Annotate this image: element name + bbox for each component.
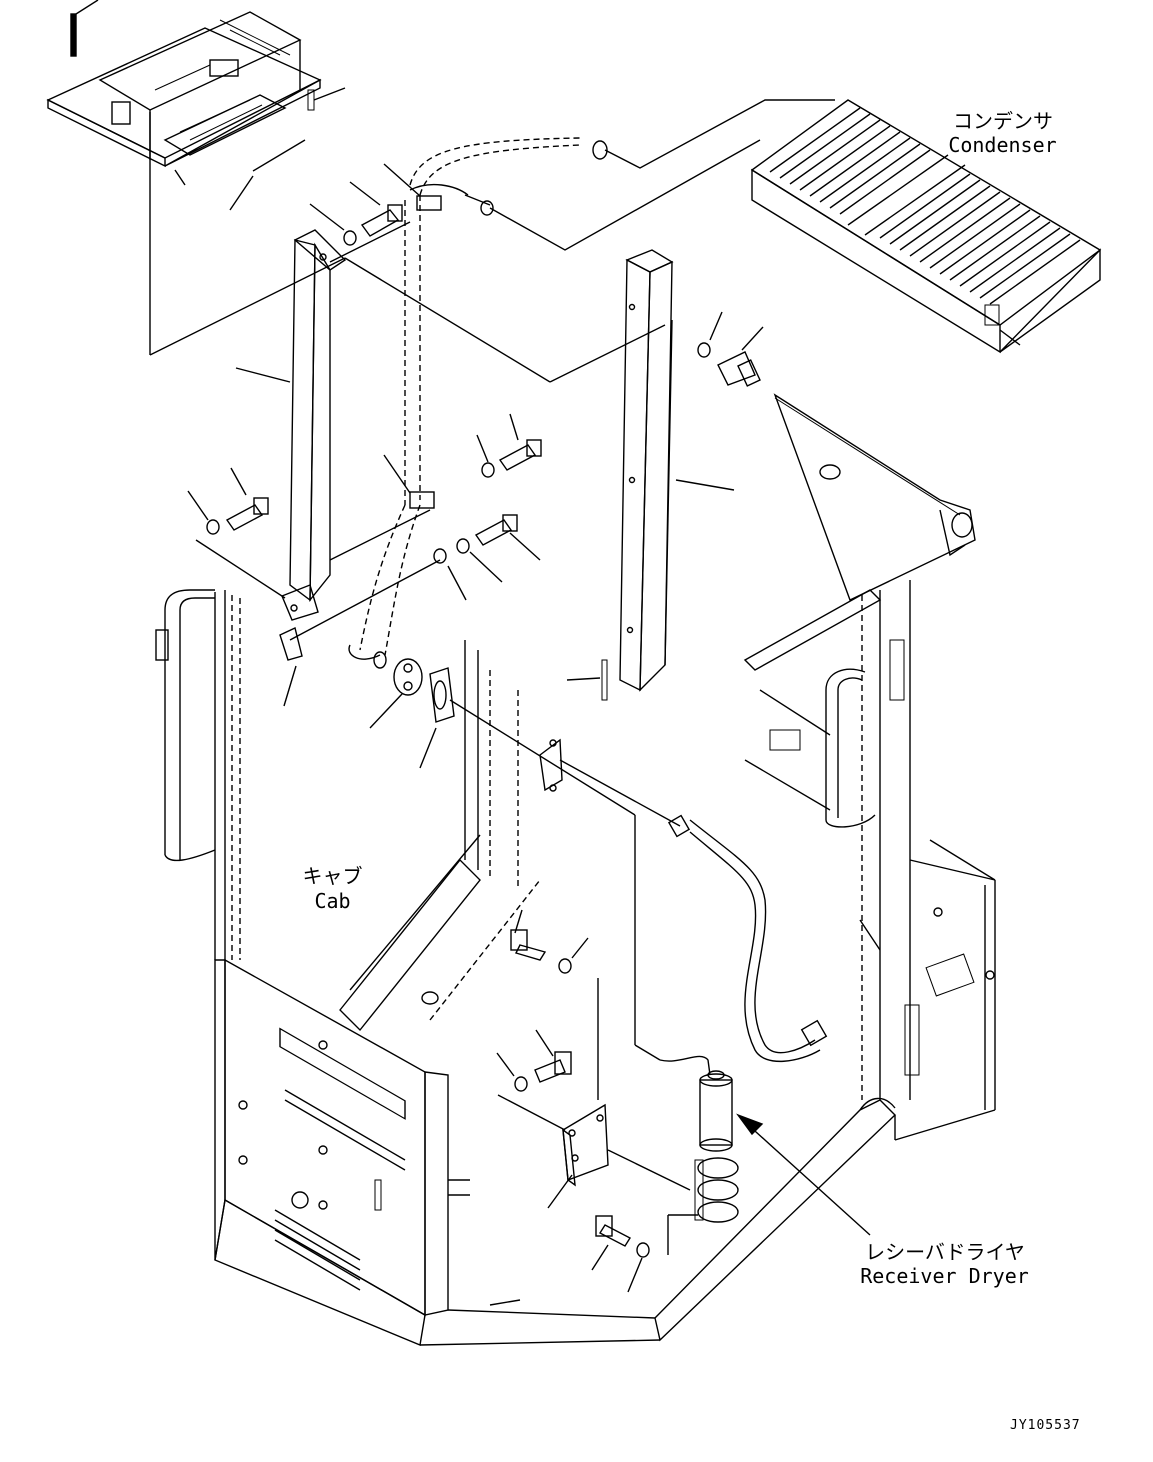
leader-line bbox=[289, 559, 441, 641]
left-bracket bbox=[195, 221, 431, 621]
reference-code: JY105537 bbox=[1010, 1418, 1081, 1433]
condenser-label-en: Condenser bbox=[948, 133, 1057, 157]
upper-hoses bbox=[348, 137, 581, 660]
top-bracket-assembly bbox=[46, 0, 346, 356]
cab-label-en: Cab bbox=[314, 889, 351, 913]
condenser-label-jp: コンデンサ bbox=[953, 109, 1053, 133]
right-bracket bbox=[344, 249, 735, 701]
receiver-dryer bbox=[497, 978, 871, 1255]
cab-frame bbox=[155, 393, 996, 1346]
condenser bbox=[480, 99, 1102, 354]
receiver-dryer-label-jp: レシーバドライヤ bbox=[865, 1240, 1025, 1264]
bolts-washers bbox=[187, 163, 764, 1293]
receiver-dryer-label-en: Receiver Dryer bbox=[860, 1264, 1029, 1288]
cab-label-jp: キャブ bbox=[302, 864, 363, 888]
